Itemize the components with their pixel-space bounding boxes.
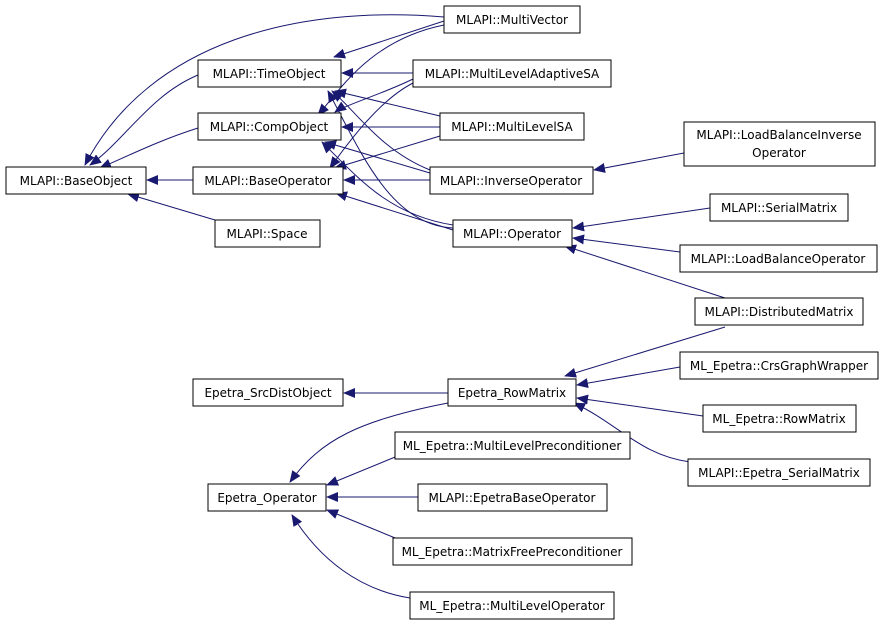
node-label: MLAPI::SerialMatrix	[721, 201, 837, 215]
node-label: MLAPI::BaseObject	[20, 174, 133, 188]
node-serialmatrix[interactable]: MLAPI::SerialMatrix	[709, 193, 849, 222]
node-epetra-rowmatrix[interactable]: Epetra_RowMatrix	[447, 378, 577, 407]
edge-mlsa-timeobject	[334, 88, 441, 117]
node-multivector[interactable]: MLAPI::MultiVector	[443, 5, 581, 34]
node-baseobject[interactable]: MLAPI::BaseObject	[5, 166, 147, 195]
edge-lbinverse-inverseoperator	[593, 152, 685, 173]
edge-mlsa-baseoperator	[334, 135, 441, 170]
node-operator[interactable]: MLAPI::Operator	[452, 219, 573, 248]
node-label: MLAPI::LoadBalanceOperator	[691, 252, 866, 266]
node-label: Epetra_SrcDistObject	[204, 386, 331, 400]
node-label: MLAPI::DistributedMatrix	[705, 305, 854, 319]
node-label: MLAPI::BaseOperator	[204, 174, 331, 188]
edge-mlprecond-epetraoperator	[326, 454, 401, 486]
edge-inverseoperator-timeobject	[331, 90, 431, 171]
edge-mlrowmatrix-rowmatrix	[576, 394, 704, 417]
node-baseoperator[interactable]: MLAPI::BaseOperator	[192, 166, 344, 195]
node-label: ML_Epetra::MultiLevelOperator	[419, 599, 604, 613]
node-label: ML_Epetra::RowMatrix	[712, 412, 845, 426]
node-ml-epetra-rowmatrix[interactable]: ML_Epetra::RowMatrix	[702, 404, 857, 433]
edge-mladaptivesa-baseoperator	[329, 82, 414, 169]
node-label: MLAPI::TimeObject	[213, 67, 326, 81]
node-label: MLAPI::Space	[227, 227, 308, 241]
node-label: MLAPI::Operator	[463, 227, 561, 241]
node-compobject[interactable]: MLAPI::CompObject	[197, 112, 342, 141]
node-label: MLAPI::MultiVector	[456, 13, 568, 27]
node-multilevelpreconditioner[interactable]: ML_Epetra::MultiLevelPreconditioner	[394, 431, 631, 460]
node-space[interactable]: MLAPI::Space	[214, 219, 321, 248]
node-label: MLAPI::MultiLevelSA	[451, 120, 573, 134]
edge-compobject-baseobject	[99, 127, 199, 169]
node-epetra-srcdistobject[interactable]: Epetra_SrcDistObject	[192, 378, 344, 407]
edge-mloperator-epetraoperator	[291, 514, 411, 599]
node-label: Epetra_RowMatrix	[458, 386, 566, 400]
node-epetrabaseoperator[interactable]: MLAPI::EpetraBaseOperator	[417, 483, 608, 512]
node-label: MLAPI::Epetra_SerialMatrix	[698, 466, 860, 480]
node-distributedmatrix[interactable]: MLAPI::DistributedMatrix	[694, 297, 864, 326]
node-label: ML_Epetra::MultiLevelPreconditioner	[403, 439, 622, 453]
node-label-line-1: MLAPI::LoadBalanceInverse	[696, 128, 861, 142]
edge-timeobject-baseobject	[89, 74, 199, 166]
node-timeobject[interactable]: MLAPI::TimeObject	[197, 59, 342, 88]
node-multileveloperator[interactable]: ML_Epetra::MultiLevelOperator	[409, 591, 615, 620]
edge-lboperator-operator	[572, 234, 681, 253]
node-label: ML_Epetra::CrsGraphWrapper	[690, 359, 868, 373]
node-matrixfreepreconditioner[interactable]: ML_Epetra::MatrixFreePreconditioner	[392, 537, 633, 566]
node-label: ML_Epetra::MatrixFreePreconditioner	[402, 545, 623, 559]
node-loadbalanceoperator[interactable]: MLAPI::LoadBalanceOperator	[679, 244, 878, 273]
edge-multivector-timeobject	[333, 20, 445, 59]
inheritance-edges	[84, 14, 726, 599]
edge-serialmatrix-operator	[572, 207, 711, 232]
edge-space-baseobject	[127, 192, 216, 221]
edge-inverseoperator-compobject	[324, 140, 431, 174]
edge-multivector-timeobject-2	[317, 24, 445, 116]
node-multileveladaptivesa[interactable]: MLAPI::MultiLevelAdaptiveSA	[412, 59, 612, 88]
edge-operator-baseoperator	[335, 191, 454, 231]
node-label: Epetra_Operator	[217, 491, 316, 505]
node-loadbalanceinverseoperator[interactable]: MLAPI::LoadBalanceInverse Operator	[683, 121, 876, 167]
edge-mladaptivesa-compobject	[334, 78, 414, 113]
node-multilevelsa[interactable]: MLAPI::MultiLevelSA	[439, 112, 585, 141]
node-label: MLAPI::InverseOperator	[440, 174, 582, 188]
node-epetra-operator[interactable]: Epetra_Operator	[207, 483, 327, 512]
node-crsgraphwrapper[interactable]: ML_Epetra::CrsGraphWrapper	[679, 351, 879, 380]
node-inverseoperator[interactable]: MLAPI::InverseOperator	[429, 166, 594, 195]
edge-distmatrix-operator	[564, 244, 726, 299]
node-label-line-2: Operator	[752, 146, 806, 160]
edge-operator-timeobject	[327, 90, 454, 229]
edge-mfprecond-epetraoperator	[326, 509, 401, 541]
edge-crsgraphwrapper-rowmatrix	[576, 366, 681, 389]
edge-operator-compobject	[321, 141, 454, 226]
edge-rowmatrix-epetraoperator	[289, 402, 449, 483]
edge-multivector-baseobject	[84, 14, 445, 166]
node-epetra-serialmatrix[interactable]: MLAPI::Epetra_SerialMatrix	[687, 458, 871, 487]
node-label: MLAPI::CompObject	[210, 120, 329, 134]
node-label: MLAPI::EpetraBaseOperator	[429, 491, 596, 505]
edge-distmatrix-rowmatrix	[564, 326, 726, 378]
node-label: MLAPI::MultiLevelAdaptiveSA	[425, 67, 600, 81]
